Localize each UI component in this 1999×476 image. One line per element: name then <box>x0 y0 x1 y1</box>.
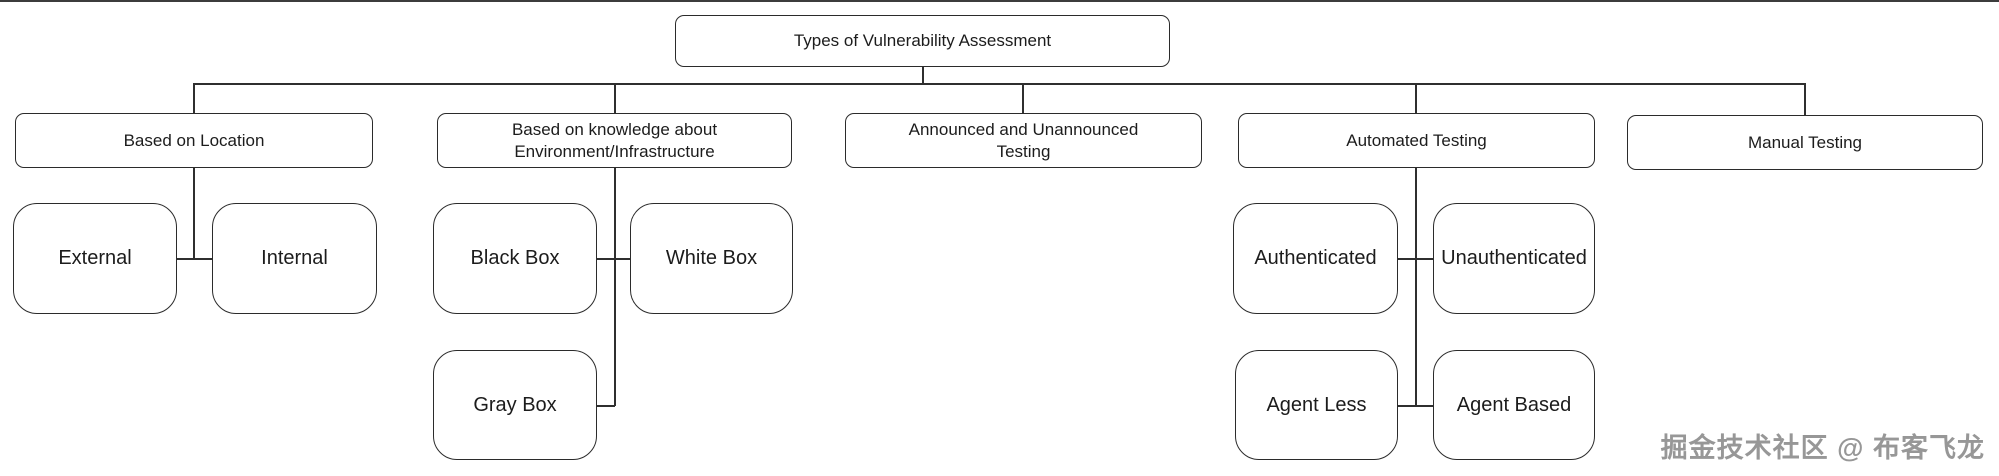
node-label: Based on knowledge about Environment/Inf… <box>511 120 718 161</box>
node-manual-testing: Manual Testing <box>1627 115 1983 170</box>
node-label: Automated Testing <box>1346 130 1487 150</box>
connector-drop-automated <box>1415 83 1417 113</box>
node-automated-testing: Automated Testing <box>1238 113 1595 168</box>
connector-drop-location <box>193 83 195 113</box>
node-label: Gray Box <box>473 393 557 416</box>
node-label: External <box>58 247 132 269</box>
connector-drop-manual <box>1804 83 1806 115</box>
node-label: Unauthenticated <box>1441 247 1587 269</box>
node-label: White Box <box>665 247 758 269</box>
node-label: Types of Vulnerability Assessment <box>793 31 1052 51</box>
connector-blackbox-whitebox <box>597 258 630 260</box>
node-label: Authenticated <box>1254 247 1377 269</box>
node-label: Agent Less <box>1266 393 1367 416</box>
connector-location-branch <box>193 168 195 259</box>
connector-agentless-agentbased <box>1398 405 1433 407</box>
watermark-text: 掘金技术社区 @ 布客飞龙 <box>1660 433 1985 463</box>
node-announced-unannounced-testing: Announced and Unannounced Testing <box>845 113 1202 168</box>
connector-drop-announced <box>1022 83 1024 113</box>
node-label: Agent Based <box>1456 393 1572 416</box>
connector-automated-branch <box>1415 168 1417 406</box>
node-white-box: White Box <box>630 203 793 314</box>
node-unauthenticated: Unauthenticated <box>1433 203 1595 314</box>
top-border-line <box>0 0 1999 2</box>
node-agent-less: Agent Less <box>1235 350 1398 460</box>
connector-knowledge-branch <box>614 168 616 406</box>
connector-auth-unauth <box>1398 258 1433 260</box>
node-based-on-knowledge: Based on knowledge about Environment/Inf… <box>437 113 792 168</box>
node-gray-box: Gray Box <box>433 350 597 460</box>
node-internal: Internal <box>212 203 377 314</box>
node-black-box: Black Box <box>433 203 597 314</box>
connector-graybox-elbow <box>597 405 615 407</box>
connector-drop-knowledge <box>614 83 616 113</box>
node-label: Based on Location <box>123 130 265 150</box>
connector-external-internal <box>177 258 212 260</box>
node-types-of-vulnerability-assessment: Types of Vulnerability Assessment <box>675 15 1170 67</box>
node-authenticated: Authenticated <box>1233 203 1398 314</box>
node-label: Announced and Unannounced Testing <box>908 120 1139 161</box>
node-label: Internal <box>261 247 328 269</box>
node-external: External <box>13 203 177 314</box>
node-label: Manual Testing <box>1747 132 1863 152</box>
connector-root-riser <box>922 67 924 84</box>
node-agent-based: Agent Based <box>1433 350 1595 460</box>
node-based-on-location: Based on Location <box>15 113 373 168</box>
node-label: Black Box <box>470 247 560 269</box>
connector-main-rail <box>193 83 1806 85</box>
